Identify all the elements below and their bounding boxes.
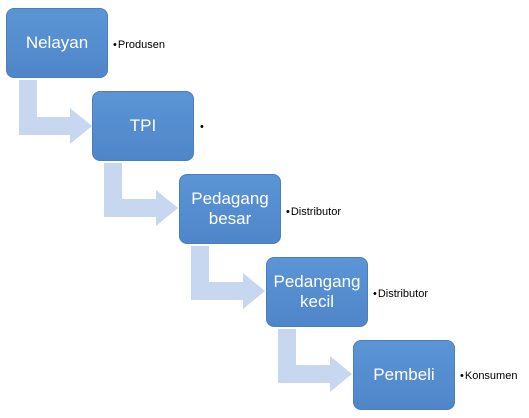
step-label: Pedangang kecil (273, 272, 361, 311)
bullet-glyph: • (373, 288, 377, 300)
step-note-produsen: •Produsen (113, 39, 165, 51)
bent-arrow-1 (19, 80, 92, 144)
bullet-glyph: • (200, 121, 204, 133)
step-box-pedagang-besar: Pedagang besar (179, 174, 281, 244)
step-label: Pembeli (373, 365, 435, 384)
step-label: Pedagang besar (191, 189, 269, 228)
step-label: Nelayan (25, 33, 89, 52)
bent-arrow-3 (191, 246, 265, 309)
step-note-konsumen: •Konsumen (460, 370, 517, 382)
step-note-distributor-2: •Distributor (373, 288, 428, 300)
bullet-glyph: • (113, 39, 117, 51)
bullet-glyph: • (286, 206, 290, 218)
step-note-text: Konsumen (464, 370, 518, 382)
step-box-tpi: TPI (92, 91, 194, 161)
step-note-text: Produsen (117, 39, 165, 51)
step-box-pedangang-kecil: Pedangang kecil (266, 257, 368, 327)
step-note-empty: • (200, 121, 205, 133)
step-label: TPI (129, 116, 157, 135)
step-note-text: Distributor (377, 288, 428, 300)
bent-arrow-2 (104, 163, 178, 226)
step-box-pembeli: Pembeli (353, 340, 455, 410)
bent-arrow-4 (278, 329, 352, 392)
step-box-nelayan: Nelayan (6, 8, 108, 78)
step-note-text: Distributor (290, 206, 341, 218)
step-note-distributor-1: •Distributor (286, 206, 341, 218)
bullet-glyph: • (460, 370, 464, 382)
